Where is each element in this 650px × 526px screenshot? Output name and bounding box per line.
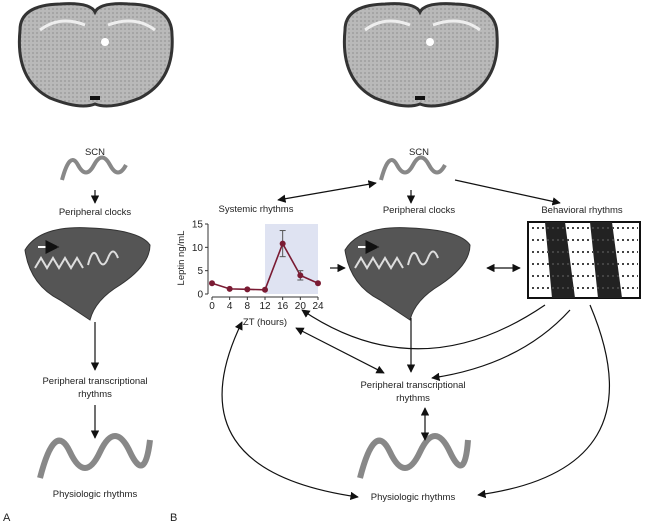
data-point — [226, 285, 233, 292]
liver-image-a — [24, 227, 151, 321]
x-tick-label: 8 — [245, 301, 251, 312]
brain-section-image-b — [342, 2, 499, 108]
x-tick-label: 12 — [259, 301, 271, 312]
physiologic-label-b: Physiologic rhythms — [371, 492, 456, 503]
peripheral-clocks-label-a: Peripheral clocks — [59, 207, 132, 218]
data-point — [209, 280, 215, 287]
data-point — [297, 272, 304, 279]
y-tick-label: 15 — [192, 220, 204, 231]
panel-letter-b: B — [170, 512, 177, 524]
y-axis-label: Leptin ng/mL — [176, 231, 187, 286]
transcriptional-label-a-line2: rhythms — [78, 389, 112, 400]
transcriptional-label-b-line1: Peripheral transcriptional — [360, 380, 465, 391]
physiologic-label-a: Physiologic rhythms — [53, 489, 138, 500]
panel-letter-a: A — [3, 512, 11, 524]
physiologic-wave-icon-b — [357, 433, 471, 479]
behavioral-rhythms-label: Behavioral rhythms — [541, 205, 623, 216]
data-point — [315, 280, 321, 287]
arrow-behavioral-to-transcription — [431, 309, 571, 382]
x-tick-label: 16 — [277, 301, 289, 312]
liver-image-b — [344, 227, 471, 321]
scn-wave-icon-b — [379, 155, 447, 181]
x-tick-label: 20 — [295, 301, 307, 312]
physiologic-wave-icon-a — [37, 433, 153, 479]
scn-label-a: SCN — [85, 147, 105, 158]
x-axis-label: ZT (hours) — [243, 317, 287, 328]
x-tick-label: 4 — [227, 301, 233, 312]
x-tick-label: 24 — [312, 301, 324, 312]
x-tick-label: 0 — [209, 301, 215, 312]
data-point — [279, 240, 286, 247]
arrow-behavioral-to-systemic — [301, 304, 546, 350]
arrow-systemic-transcription — [295, 327, 385, 374]
arrow-scn-systemic — [277, 180, 377, 203]
arrow-scn-to-behavioral — [454, 179, 561, 206]
data-point — [244, 286, 251, 293]
scn-wave-icon-a — [60, 155, 128, 181]
arrow-behavioral-to-physiologic — [477, 304, 611, 499]
actogram-image — [527, 221, 641, 299]
y-tick-label: 10 — [192, 243, 204, 254]
peripheral-clocks-label-b: Peripheral clocks — [383, 205, 456, 216]
scn-label-b: SCN — [409, 147, 429, 158]
chart-title: Systemic rhythms — [219, 204, 294, 215]
y-tick-label: 5 — [197, 266, 203, 277]
data-point — [262, 286, 268, 293]
leptin-chart: 0 5 10 15 0 4 8 12 16 20 24 Systemic rhythms ZT (h… — [176, 204, 324, 328]
transcriptional-label-a-line1: Peripheral transcriptional — [42, 376, 147, 387]
arrow-systemic-physiologic — [221, 321, 359, 501]
y-tick-label: 0 — [197, 290, 203, 301]
transcriptional-label-b-line2: rhythms — [396, 393, 430, 404]
brain-section-image-a — [17, 2, 174, 108]
